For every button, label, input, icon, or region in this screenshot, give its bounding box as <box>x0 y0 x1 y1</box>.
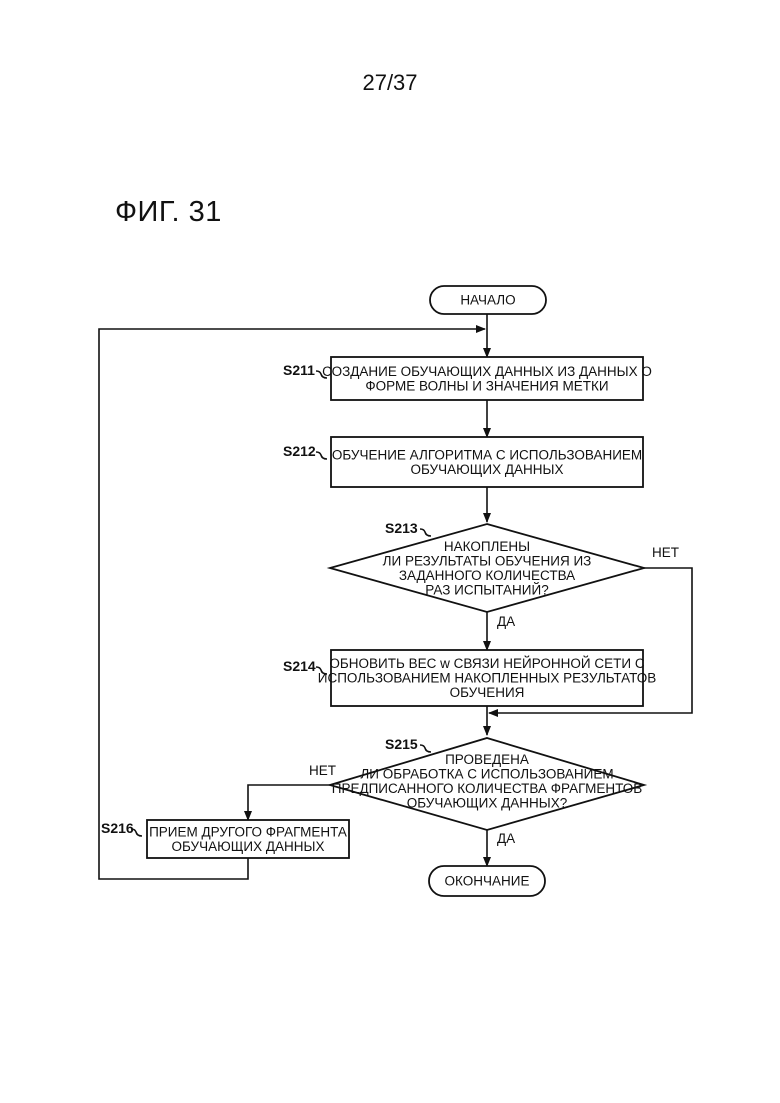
s213-line-1: НАКОПЛЕНЫ <box>444 539 530 554</box>
s215-no-label: НЕТ <box>309 763 336 778</box>
s215-line-2: ЛИ ОБРАБОТКА С ИСПОЛЬЗОВАНИЕМ <box>360 766 613 781</box>
s215-yes-label: ДА <box>497 831 515 846</box>
process-s212: ОБУЧЕНИЕ АЛГОРИТМА С ИСПОЛЬЗОВАНИЕМОБУЧА… <box>283 437 643 487</box>
edge-s215-no <box>248 785 330 820</box>
s216-line-1: ПРИЕМ ДРУГОГО ФРАГМЕНТА <box>149 824 347 839</box>
end-text: ОКОНЧАНИЕ <box>445 874 530 889</box>
s213-line-4: РАЗ ИСПЫТАНИЙ? <box>425 582 548 597</box>
s213-line-3: ЗАДАННОГО КОЛИЧЕСТВА <box>399 568 575 583</box>
process-s214: ОБНОВИТЬ ВЕС w СВЯЗИ НЕЙРОННОЙ СЕТИ СИСП… <box>283 650 656 706</box>
s215-text: ПРОВЕДЕНАЛИ ОБРАБОТКА С ИСПОЛЬЗОВАНИЕМПР… <box>332 752 643 811</box>
s213-line-2: ЛИ РЕЗУЛЬТАТЫ ОБУЧЕНИЯ ИЗ <box>383 553 592 568</box>
s213-yes-label: ДА <box>497 614 515 629</box>
s212-leader <box>316 452 327 459</box>
s215-line-4: ОБУЧАЮЩИХ ДАННЫХ? <box>407 795 568 810</box>
s214-line-3: ОБУЧЕНИЯ <box>450 685 525 700</box>
end-terminal: ОКОНЧАНИЕ <box>429 866 545 896</box>
s212-line-2: ОБУЧАЮЩИХ ДАННЫХ <box>411 462 564 477</box>
s216-step-label: S216 <box>101 820 134 836</box>
s215-line-1: ПРОВЕДЕНА <box>445 752 529 767</box>
s213-leader <box>420 529 431 536</box>
s214-step-label: S214 <box>283 658 316 674</box>
s213-no-label: НЕТ <box>652 545 679 560</box>
s211-line-2: ФОРМЕ ВОЛНЫ И ЗНАЧЕНИЯ МЕТКИ <box>365 378 608 393</box>
s211-line-1: СОЗДАНИЕ ОБУЧАЮЩИХ ДАННЫХ ИЗ ДАННЫХ О <box>322 364 652 379</box>
s214-line-2: ИСПОЛЬЗОВАНИЕМ НАКОПЛЕННЫХ РЕЗУЛЬТАТОВ <box>318 671 656 686</box>
s212-step-label: S212 <box>283 443 316 459</box>
decision-s213: НАКОПЛЕНЫЛИ РЕЗУЛЬТАТЫ ОБУЧЕНИЯ ИЗЗАДАНН… <box>330 520 679 629</box>
s211-step-label: S211 <box>283 362 315 378</box>
decision-s215: ПРОВЕДЕНАЛИ ОБРАБОТКА С ИСПОЛЬЗОВАНИЕМПР… <box>309 736 644 846</box>
s215-line-3: ПРЕДПИСАННОГО КОЛИЧЕСТВА ФРАГМЕНТОВ <box>332 781 643 796</box>
start-terminal: НАЧАЛО <box>430 286 546 314</box>
s213-step-label: S213 <box>385 520 418 536</box>
s215-step-label: S215 <box>385 736 418 752</box>
s214-line-1: ОБНОВИТЬ ВЕС w СВЯЗИ НЕЙРОННОЙ СЕТИ С <box>329 656 644 671</box>
s212-line-1: ОБУЧЕНИЕ АЛГОРИТМА С ИСПОЛЬЗОВАНИЕМ <box>332 447 642 462</box>
start-text: НАЧАЛО <box>460 293 515 308</box>
s216-text: ПРИЕМ ДРУГОГО ФРАГМЕНТАОБУЧАЮЩИХ ДАННЫХ <box>149 824 347 854</box>
s215-leader <box>420 745 431 752</box>
process-s211: СОЗДАНИЕ ОБУЧАЮЩИХ ДАННЫХ ИЗ ДАННЫХ ОФОР… <box>283 357 652 400</box>
s211-text: СОЗДАНИЕ ОБУЧАЮЩИХ ДАННЫХ ИЗ ДАННЫХ ОФОР… <box>322 364 652 394</box>
s216-line-2: ОБУЧАЮЩИХ ДАННЫХ <box>172 839 325 854</box>
process-s216: ПРИЕМ ДРУГОГО ФРАГМЕНТАОБУЧАЮЩИХ ДАННЫХ … <box>101 820 349 858</box>
start-line-1: НАЧАЛО <box>460 293 515 308</box>
end-line-1: ОКОНЧАНИЕ <box>445 874 530 889</box>
